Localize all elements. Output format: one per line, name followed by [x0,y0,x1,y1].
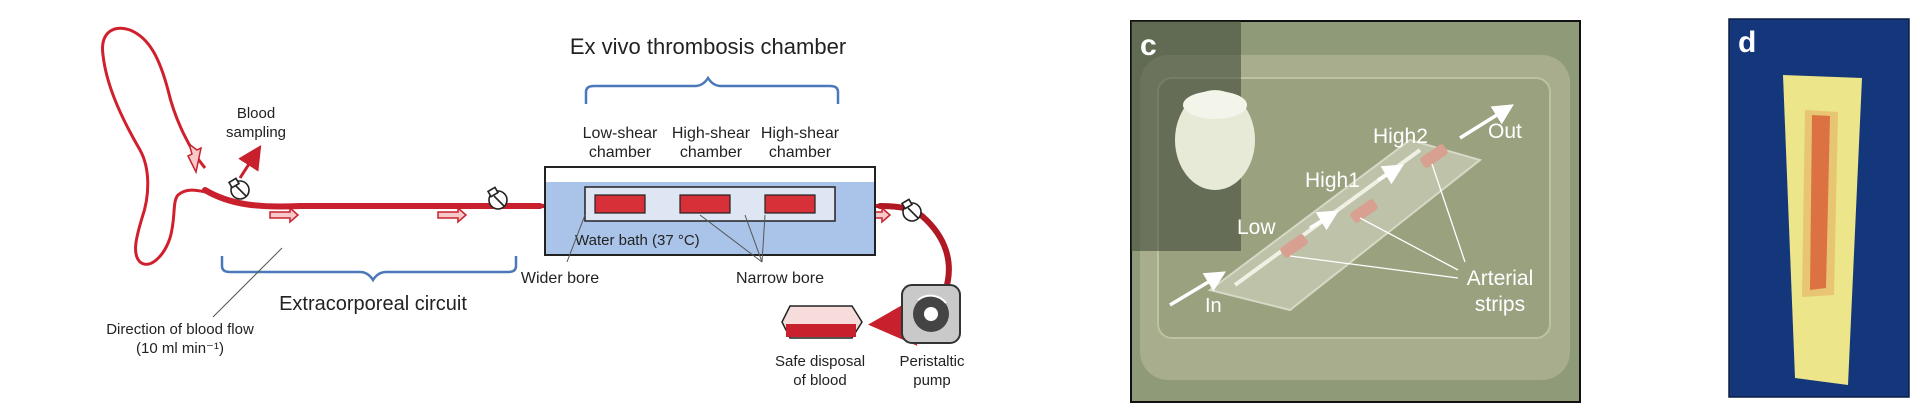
wider-bore-label: Wider bore [521,270,599,287]
disposal-blood-fill [786,324,856,337]
pump-icon [901,284,961,344]
high1-label: High1 [1305,169,1360,192]
photo-d-thrombus [1810,115,1830,290]
in-label: In [1205,295,1222,317]
high-shear-chamber-1 [679,194,731,214]
blood-sampling-arrow [238,144,262,179]
arterial-strip-pointers [1289,163,1466,279]
narrow-bore-label: Narrow bore [736,270,824,287]
photo-c-device [1207,138,1483,312]
circuit-label: Extracorporeal circuit [279,293,467,315]
photo-c-strip-high2 [1420,144,1448,168]
panel-c-letter: c [1140,29,1157,62]
water-bath-label: Water bath (37 °C) [575,232,700,249]
tubing-main [202,187,543,210]
photo-c-bottle-top [1183,91,1247,119]
stopcock-icon [486,186,508,210]
low-shear-chamber [594,194,646,214]
stopcock-icon [227,177,250,200]
arm-outline [101,26,207,266]
panel-d-letter: d [1738,26,1756,59]
photo-c-strip-high1 [1350,199,1378,223]
high2-label: High2 [1373,125,1428,148]
photo-panel-d: d [1728,18,1910,398]
photo-c-flow-arrows [1169,104,1514,307]
chamber-bracket [584,75,840,104]
chamber-title: Ex vivo thrombosis chamber [570,34,846,59]
photo-c-strip-low [1280,234,1308,258]
high-shear-chamber-2 [764,194,816,214]
flow-direction-label: Direction of blood flow(10 ml min⁻¹) [106,321,254,357]
stopcock-icon [900,198,922,222]
out-label: Out [1488,120,1522,143]
photo-d-thrombus-halo [1802,110,1838,297]
flow-pointer [212,247,283,318]
bore-pointers [566,214,766,263]
water-bath [544,166,876,256]
low-label: Low [1237,216,1276,239]
flow-arrow-markers [186,142,892,224]
circuit-bracket [220,256,518,283]
